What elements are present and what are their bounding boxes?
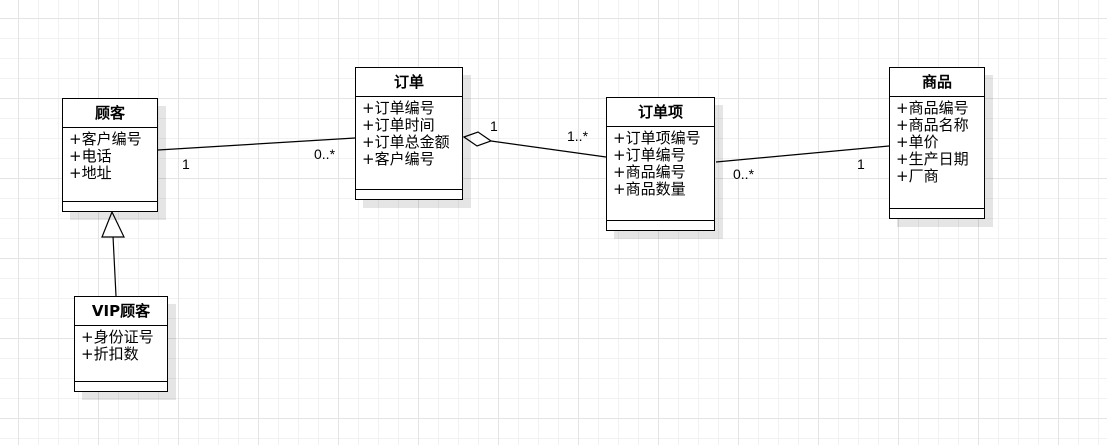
attribute: +订单项编号 <box>613 129 701 147</box>
attribute: +单价 <box>896 133 939 151</box>
aggregation-diamond <box>462 131 493 147</box>
class-name: 订单 <box>356 68 462 97</box>
operations-compartment <box>356 189 462 199</box>
attribute-list: +客户编号 +电话 +地址 <box>63 128 157 201</box>
attribute-list: +订单编号 +订单时间 +订单总金额 +客户编号 <box>356 97 462 189</box>
attribute: +商品编号 <box>896 99 969 117</box>
multiplicity-label: 0..* <box>314 146 336 162</box>
attribute: +电话 <box>69 147 112 165</box>
operations-compartment <box>890 208 984 218</box>
vip-customer-class[interactable]: VIP顾客 +身份证号 +折扣数 <box>74 296 176 400</box>
attribute: +订单时间 <box>362 116 435 134</box>
order-orderitem-aggregation[interactable] <box>490 140 607 158</box>
class-name: 订单项 <box>607 98 714 127</box>
attribute: +身份证号 <box>81 328 154 346</box>
operations-compartment <box>63 201 157 211</box>
attribute-list: +订单项编号 +订单编号 +商品编号 +商品数量 <box>607 127 714 220</box>
attribute: +厂商 <box>896 167 939 185</box>
attribute: +折扣数 <box>81 345 139 363</box>
orderitem-product-association[interactable] <box>715 145 890 163</box>
attribute: +订单编号 <box>362 99 435 117</box>
order-item-class[interactable]: 订单项 +订单项编号 +订单编号 +商品编号 +商品数量 <box>606 97 723 239</box>
operations-compartment <box>75 381 167 391</box>
vip-customer-generalization[interactable] <box>112 235 117 297</box>
attribute: +订单总金额 <box>362 133 450 151</box>
product-class[interactable]: 商品 +商品编号 +商品名称 +单价 +生产日期 +厂商 <box>889 67 993 227</box>
attribute: +商品编号 <box>613 163 686 181</box>
operations-compartment <box>607 220 714 230</box>
attribute: +订单编号 <box>613 146 686 164</box>
multiplicity-label: 1..* <box>567 128 589 144</box>
class-name: VIP顾客 <box>75 297 167 326</box>
class-name: 顾客 <box>63 99 157 128</box>
customer-class[interactable]: 顾客 +客户编号 +电话 +地址 <box>62 98 166 220</box>
attribute: +商品数量 <box>613 180 686 198</box>
multiplicity-label: 1 <box>490 118 498 134</box>
attribute-list: +商品编号 +商品名称 +单价 +生产日期 +厂商 <box>890 97 984 208</box>
attribute: +商品名称 <box>896 116 969 134</box>
attribute-list: +身份证号 +折扣数 <box>75 326 167 381</box>
class-name: 商品 <box>890 68 984 97</box>
multiplicity-label: 1 <box>182 156 190 172</box>
multiplicity-label: 0..* <box>733 166 755 182</box>
attribute: +客户编号 <box>69 130 142 148</box>
attribute: +地址 <box>69 164 112 182</box>
attribute: +客户编号 <box>362 150 435 168</box>
customer-order-association[interactable] <box>157 137 356 151</box>
attribute: +生产日期 <box>896 150 969 168</box>
generalization-arrowhead <box>101 210 125 238</box>
multiplicity-label: 1 <box>857 156 865 172</box>
order-class[interactable]: 订单 +订单编号 +订单时间 +订单总金额 +客户编号 <box>355 67 471 208</box>
